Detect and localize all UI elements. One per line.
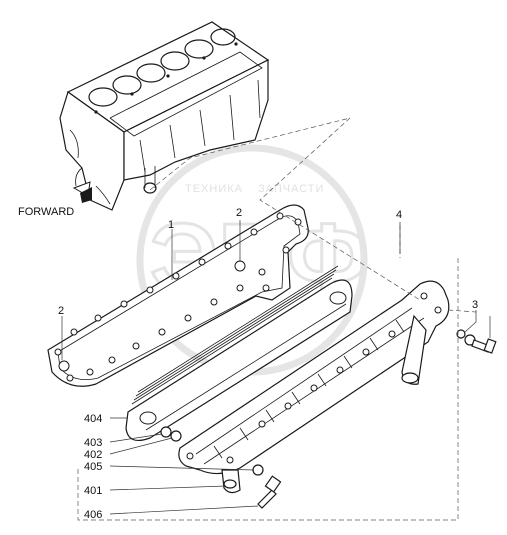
assembly-line-3 [447, 309, 477, 313]
forward-arrow-icon [72, 181, 92, 203]
o-ring-402 [170, 430, 182, 442]
callout-402: 402 [84, 449, 102, 461]
oil-cooler-element [125, 265, 353, 441]
callout-404: 404 [84, 413, 102, 425]
callout-403: 403 [84, 437, 102, 449]
callout-401: 401 [84, 485, 102, 497]
washer-405 [252, 464, 264, 476]
assembly-line-top [149, 117, 421, 301]
callout-4: 4 [396, 209, 402, 221]
callout-405: 405 [84, 461, 102, 473]
callout-1: 1 [168, 219, 174, 231]
callout-2-lower: 2 [58, 305, 64, 317]
oil-cooler-cover [178, 280, 450, 494]
oil-cooler-gasket [47, 204, 309, 387]
callout-2-upper: 2 [236, 207, 242, 219]
watermark-caption-right: ЗАПЧАСТИ [258, 183, 324, 195]
o-ring-403 [160, 426, 172, 438]
callout-406: 406 [84, 509, 102, 521]
assembly-line-frame [77, 258, 459, 521]
callout-3: 3 [472, 299, 478, 311]
bolt-406 [257, 475, 282, 509]
watermark-caption-left: ТЕХНИКА [185, 183, 243, 195]
engine-block [59, 21, 270, 211]
forward-label: FORWARD [18, 206, 74, 218]
bolt-washer-3 [456, 329, 497, 354]
leader-lines [61, 220, 491, 515]
